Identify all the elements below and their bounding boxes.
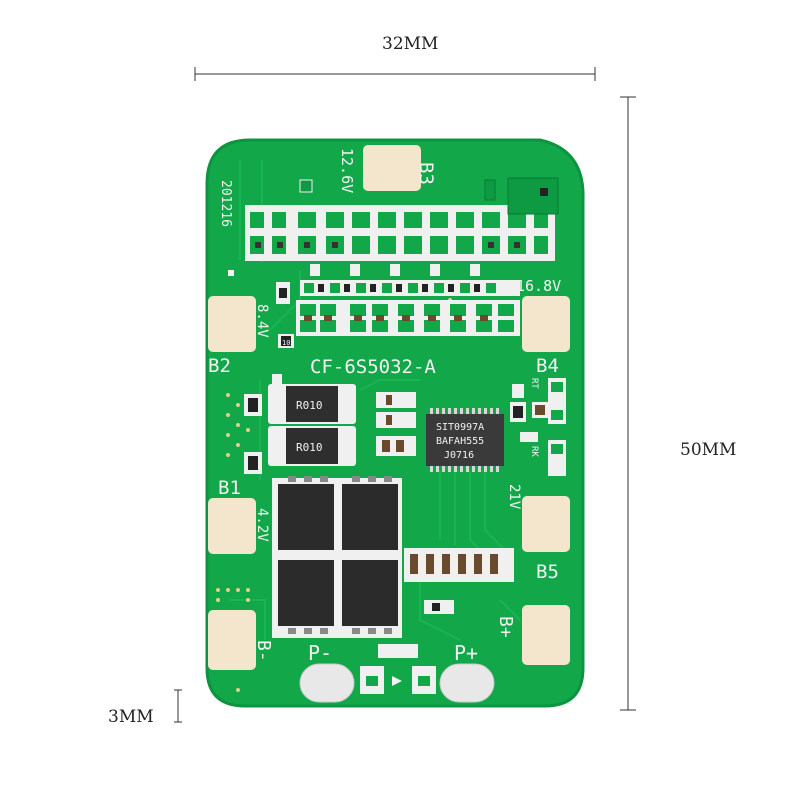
protection-ic-chip bbox=[426, 408, 504, 472]
top-pad-array bbox=[245, 205, 555, 261]
label-r010-1: R010 bbox=[296, 399, 323, 412]
chip-line-1: SIT0997A bbox=[436, 422, 484, 433]
pad-b2 bbox=[208, 296, 256, 352]
label-model: CF-6S5032-A bbox=[310, 356, 436, 378]
label-b-plus: B+ bbox=[495, 616, 516, 638]
label-date-code: 201216 bbox=[218, 180, 233, 227]
label-b2: B2 bbox=[208, 355, 231, 377]
label-rt: RT bbox=[529, 378, 539, 389]
height-dimension-label: 50MM bbox=[680, 440, 737, 460]
pad-b1 bbox=[208, 498, 256, 554]
width-dimension-line bbox=[194, 67, 596, 81]
top-right-connector bbox=[507, 177, 559, 215]
pad-p-plus bbox=[439, 663, 495, 703]
chip-line-3: J0716 bbox=[444, 450, 474, 461]
smd-component-row-mid bbox=[300, 264, 520, 296]
width-dimension-label: 32MM bbox=[382, 34, 439, 54]
label-p-plus: P+ bbox=[454, 641, 478, 665]
label-p-minus: P- bbox=[308, 641, 332, 665]
label-b3: B3 bbox=[415, 162, 437, 185]
shunt-resistor-1 bbox=[268, 384, 356, 424]
label-r010-2: R010 bbox=[296, 441, 323, 454]
pad-p-minus bbox=[299, 663, 355, 703]
smd-resistor-row-top bbox=[296, 300, 520, 336]
label-21v: 21V bbox=[506, 484, 522, 510]
thickness-dimension-line bbox=[174, 689, 182, 723]
label-4-2v: 4.2V bbox=[254, 508, 270, 542]
label-102: 102 bbox=[282, 339, 295, 347]
pad-b4 bbox=[522, 296, 570, 352]
pad-b3 bbox=[363, 145, 421, 191]
height-dimension-line bbox=[620, 96, 636, 711]
smd-component-row-bottom bbox=[404, 548, 514, 614]
label-b-minus: B- bbox=[253, 640, 274, 662]
label-b5: B5 bbox=[536, 561, 559, 583]
label-12-6v: 12.6V bbox=[338, 148, 356, 193]
label-8-4v: 8.4V bbox=[254, 304, 270, 338]
pad-b-minus bbox=[208, 610, 256, 670]
pad-b5 bbox=[522, 496, 570, 552]
shunt-resistor-2 bbox=[268, 426, 356, 466]
chip-line-2: BAFAH555 bbox=[436, 436, 484, 447]
silkscreen-labels: B3 12.6V 201216 8.4V 16.8V B2 CF-6S5032-… bbox=[208, 148, 561, 665]
label-b4: B4 bbox=[536, 355, 559, 377]
mosfet-array bbox=[272, 476, 402, 638]
label-16-8v: 16.8V bbox=[516, 277, 561, 295]
pad-b-plus bbox=[522, 605, 570, 665]
label-rk: RK bbox=[529, 446, 539, 457]
thickness-dimension-label: 3MM bbox=[108, 707, 154, 727]
label-b1: B1 bbox=[218, 477, 241, 499]
smd-components-left-of-ic bbox=[376, 392, 416, 456]
